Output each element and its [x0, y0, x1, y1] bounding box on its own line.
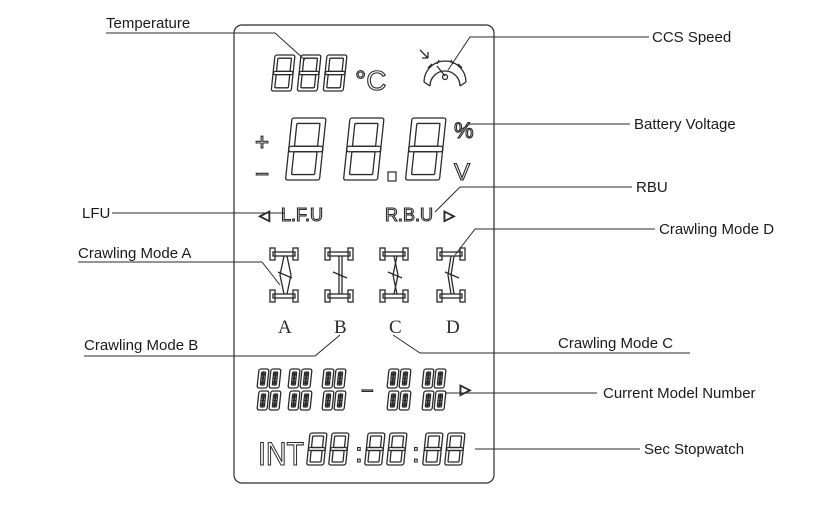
- label-rbu: RBU: [636, 179, 668, 196]
- mode-letter-c: C: [389, 317, 402, 338]
- model-digit-8: [398, 368, 412, 389]
- model-digit-9: [421, 368, 435, 389]
- vehicle-icon-mode-b: [324, 247, 354, 303]
- model-digit-10: [433, 368, 447, 389]
- lfu-indicator: L.F.U: [281, 205, 323, 225]
- crawling-mode-icons: [269, 247, 466, 303]
- voltage-digits: [285, 117, 447, 181]
- model-digit-3-lower: [287, 390, 301, 411]
- stopwatch-digit-1: [306, 432, 328, 466]
- label-crawling-mode-d: Crawling Mode D: [659, 221, 774, 238]
- lfu-left-arrow: ◁: [259, 207, 270, 223]
- vehicle-icon-mode-a: [269, 247, 299, 303]
- stopwatch-colon-2: :: [412, 437, 420, 468]
- model-digit-8-lower: [398, 390, 412, 411]
- model-digit-7-lower: [386, 390, 400, 411]
- lcd-panel: [233, 24, 495, 484]
- label-temperature: Temperature: [106, 15, 190, 32]
- vehicle-icon-mode-d: [436, 247, 466, 303]
- mode-letter-a: A: [278, 317, 292, 338]
- stopwatch-digit-4: [386, 432, 408, 466]
- temperature-digit-2: [296, 54, 322, 92]
- temperature-digit-1: [270, 54, 296, 92]
- temperature-digits: [270, 54, 348, 92]
- model-digit-2-lower: [268, 390, 282, 411]
- model-digit-4: [299, 368, 313, 389]
- model-arrow: ▷: [460, 381, 471, 397]
- rbu-indicator: R.B.U: [385, 205, 433, 225]
- model-digit-5-lower: [321, 390, 335, 411]
- label-sec-stopwatch: Sec Stopwatch: [644, 441, 744, 458]
- model-digit-6: [333, 368, 347, 389]
- leader-crawling-mode-d: [454, 228, 655, 256]
- label-ccs-speed: CCS Speed: [652, 29, 731, 46]
- model-digit-1-lower: [256, 390, 270, 411]
- stopwatch-digit-2: [328, 432, 350, 466]
- model-dash: −: [361, 378, 374, 403]
- leader-battery-voltage: [459, 123, 630, 131]
- stopwatch-colon-1: :: [355, 437, 363, 468]
- label-crawling-mode-b: Crawling Mode B: [84, 337, 198, 354]
- minus-sign: −: [255, 161, 269, 188]
- leader-rbu: [434, 186, 632, 213]
- model-digit-7: [386, 368, 400, 389]
- voltage-digit-3: [405, 117, 447, 181]
- stopwatch-digit-3: [364, 432, 386, 466]
- temperature-digit-3: [322, 54, 348, 92]
- leader-temperature: [106, 32, 306, 61]
- model-digit-2: [268, 368, 282, 389]
- mode-letter-b: B: [334, 317, 347, 338]
- label-battery-voltage: Battery Voltage: [634, 116, 736, 133]
- label-crawling-mode-a: Crawling Mode A: [78, 245, 191, 262]
- label-lfu: LFU: [82, 205, 110, 222]
- decimal-point: [387, 171, 397, 182]
- speedometer-icon: [419, 49, 467, 87]
- model-number-digits: [256, 368, 447, 411]
- percent-sign: %: [454, 118, 474, 143]
- leader-ccs-speed: [447, 36, 649, 71]
- int-label: INT: [258, 436, 304, 472]
- temperature-unit: °C: [355, 65, 386, 96]
- plus-sign: +: [255, 129, 269, 156]
- label-crawling-mode-c: Crawling Mode C: [558, 335, 673, 352]
- rbu-right-arrow: ▷: [444, 207, 455, 223]
- volt-unit: V: [454, 159, 470, 186]
- mode-letter-d: D: [446, 317, 460, 338]
- leader-crawling-mode-a: [78, 261, 281, 286]
- stopwatch-digits: [306, 432, 466, 466]
- model-digit-1: [256, 368, 270, 389]
- leader-crawling-mode-c: [392, 334, 690, 354]
- vehicle-icon-mode-c: [379, 247, 409, 303]
- model-digit-10-lower: [433, 390, 447, 411]
- model-digit-6-lower: [333, 390, 347, 411]
- model-digit-9-lower: [421, 390, 435, 411]
- stopwatch-digit-5: [422, 432, 444, 466]
- model-digit-3: [287, 368, 301, 389]
- leader-lines: [78, 32, 690, 450]
- leader-crawling-mode-b: [84, 334, 341, 357]
- model-digit-4-lower: [299, 390, 313, 411]
- model-digit-5: [321, 368, 335, 389]
- voltage-digit-1: [285, 117, 327, 181]
- stopwatch-colons: : :: [354, 436, 420, 468]
- voltage-digit-2: [343, 117, 385, 181]
- stopwatch-digit-6: [444, 432, 466, 466]
- label-current-model-number: Current Model Number: [603, 385, 756, 402]
